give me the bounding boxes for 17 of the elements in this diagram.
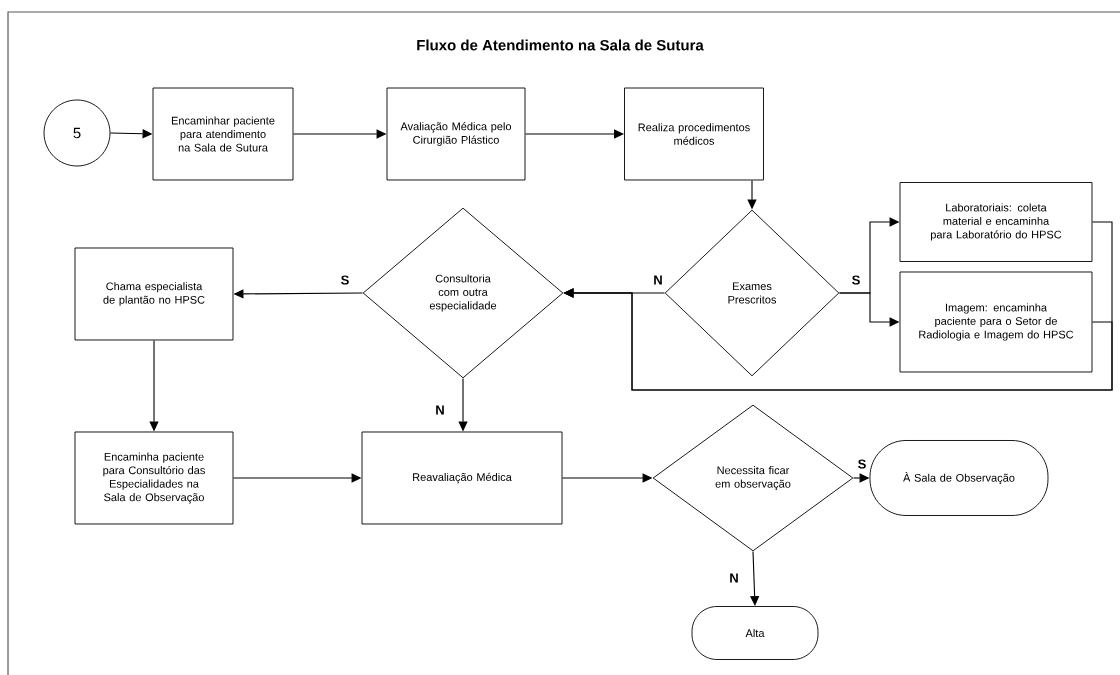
title: Fluxo de Atendimento na Sala de Sutura (417, 39, 704, 51)
process-box: Realiza procedimentos médicos (624, 87, 764, 181)
process-box: Encaminhar paciente para atendimento na Sala de Sutura (152, 87, 294, 181)
edge-label: N (652, 274, 664, 286)
edge-label: N (728, 572, 740, 584)
process-box: Avaliação Médica pelo Cirurgião Plástico (386, 87, 526, 181)
process-box: Chama especialista de plantão no HPSC (74, 247, 234, 341)
process-box: Encaminha paciente para Consultório das Especialidades na Sala de Observação (74, 431, 234, 525)
edge-label: S (856, 458, 868, 470)
process-box: Reavaliação Médica (361, 431, 563, 525)
process-box: Imagem: encaminha paciente para o Setor de Radiologia e Imagem do HPSC (899, 271, 1093, 373)
edge-label: S (850, 274, 862, 286)
process-box: Laboratoriais: coleta material e encaminha para Laboratório do HPSC (899, 182, 1093, 262)
edge-label: N (434, 404, 446, 416)
arrow (750, 550, 760, 606)
arrow (524, 129, 624, 139)
edge-label: S (339, 274, 351, 286)
